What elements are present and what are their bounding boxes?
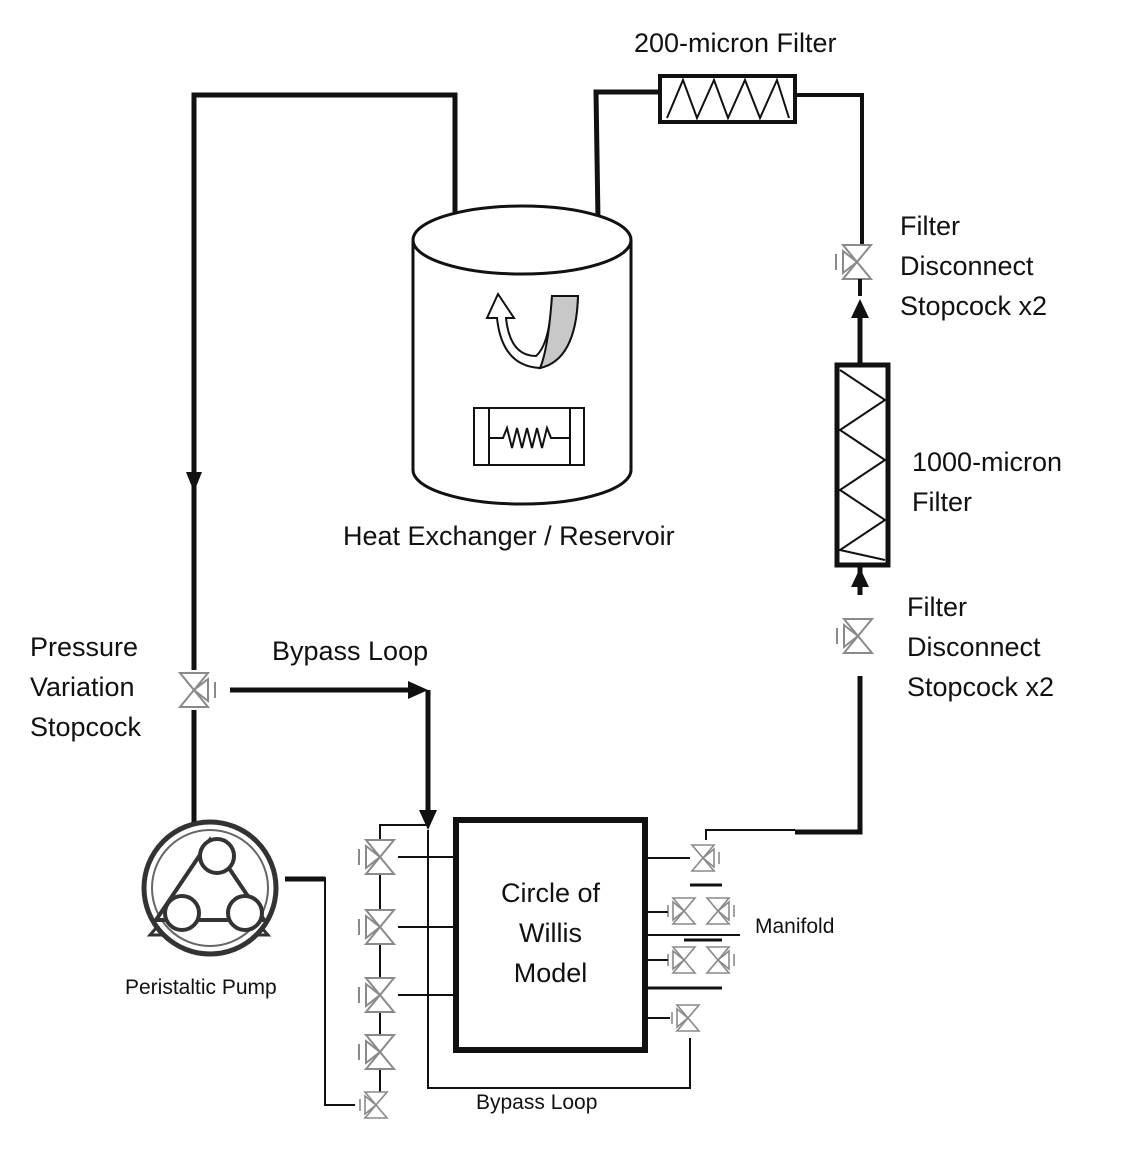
peristaltic-pump-label: Peristaltic Pump [125,976,277,999]
manifold-valve-2 [706,897,735,925]
filter-disconnect-stopcock-top [835,244,872,280]
bypass-loop-bottom-label: Bypass Loop [476,1091,598,1114]
peristaltic-pump-icon [141,819,279,957]
pressure-stopcock-label: Pressure Variation Stopcock [30,632,142,742]
tube-filter200-to-stopcock [795,93,864,245]
manifold-valve-1 [667,897,696,925]
filter-200-zigzag [666,77,790,121]
outlet-valve-bottom [671,1004,700,1032]
filter-disconnect-top-label: Filter Disconnect Stopcock x2 [900,211,1048,321]
filter-1000-label: 1000-micron Filter [912,447,1063,517]
pressure-variation-stopcock [179,672,216,708]
inlet-valve-2 [358,909,395,945]
manifold-valve-3 [667,946,696,974]
tube-manifold-top-thin [705,829,795,840]
circle-of-willis-model [453,817,648,1053]
flow-arrow-down-bypass [419,810,437,830]
tube-bypass-loop-bottom [427,830,691,1089]
flow-arrow-right-bypass [408,681,428,699]
manifold-label: Manifold [755,915,835,938]
flow-arrow-up-bottom [851,568,869,587]
filter-disconnect-bottom-label: Filter Disconnect Stopcock x2 [907,592,1055,702]
inlet-valve-3 [358,977,395,1013]
inlet-valve-5 [359,1091,388,1119]
filter-disconnect-stopcock-bottom [836,618,873,654]
manifold-valve-4 [706,946,735,974]
bypass-loop-top-label: Bypass Loop [272,636,429,666]
reservoir-top [411,204,633,276]
flow-arrow-up-top [851,299,869,318]
heater-element-icon [473,407,585,466]
inlet-valve-1 [358,839,395,875]
heat-exchanger-label: Heat Exchanger / Reservoir [343,521,675,551]
inlet-valve-4 [358,1034,395,1070]
flow-arrow-down-left [186,472,202,492]
outlet-valve-1 [691,844,720,872]
tube-reservoir-left-outlet [191,92,458,670]
tube-stopcock-to-manifold [795,676,863,835]
tube-pump-outlet [284,876,355,1106]
filter-200-label: 200-micron Filter [634,28,837,58]
circle-of-willis-label: Circle of Willis Model [500,878,601,988]
tube-reservoir-to-filter200 [593,89,660,221]
filter-1000-zigzag [837,369,887,561]
